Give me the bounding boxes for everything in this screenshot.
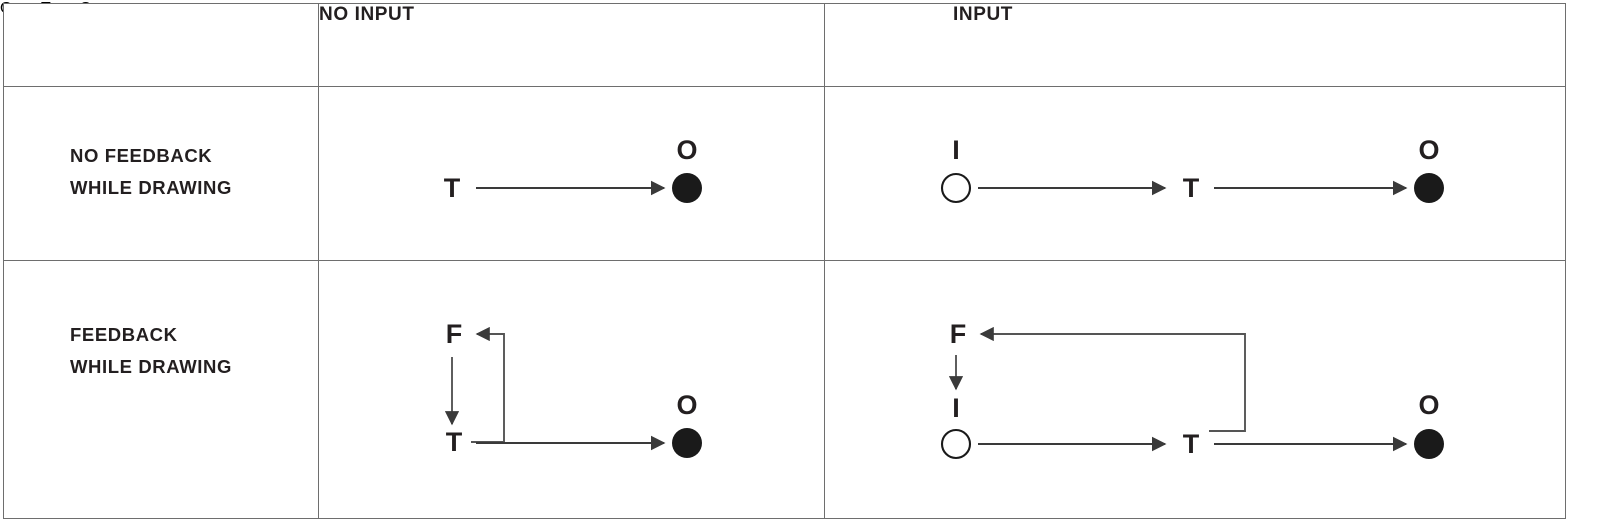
row-label-no-feedback-line1: NO FEEDBACK xyxy=(70,145,213,166)
feedback-loop-path xyxy=(979,326,1246,432)
row-label-no-feedback-line2: WHILE DRAWING xyxy=(70,177,232,198)
output-node-dot xyxy=(672,428,702,458)
node-label-t: T xyxy=(1183,429,1200,459)
row-label-feedback-block: FEEDBACK WHILE DRAWING xyxy=(4,261,318,383)
row-label-feedback-line2: WHILE DRAWING xyxy=(70,356,232,377)
cell-feedback-no-input: F T O xyxy=(318,260,825,519)
output-node-dot xyxy=(1414,173,1444,203)
cell-feedback-input: F I T xyxy=(824,260,1566,519)
input-node-dot xyxy=(940,172,972,204)
output-node-dot xyxy=(1414,429,1444,459)
node-label-t: T xyxy=(444,173,461,203)
node-label-i: I xyxy=(952,393,960,423)
table-header-row: NO INPUT INPUT xyxy=(3,3,1566,87)
column-header-no-input: NO INPUT xyxy=(318,3,825,87)
corner-empty-cell xyxy=(3,3,319,87)
node-label-t: T xyxy=(446,427,463,457)
cell-no-feedback-input: I T O xyxy=(824,86,1566,261)
row-header-feedback: FEEDBACK WHILE DRAWING xyxy=(3,260,319,519)
node-label-o: O xyxy=(676,135,697,165)
node-label-f: F xyxy=(950,319,967,349)
table-row-no-feedback: NO FEEDBACK WHILE DRAWING T xyxy=(3,86,1566,261)
diagram-no-feedback-no-input: T O xyxy=(444,135,702,203)
cell-no-feedback-no-input: T O xyxy=(318,86,825,261)
node-label-i: I xyxy=(952,135,960,165)
node-label-o: O xyxy=(1418,390,1439,420)
feedback-loop-path xyxy=(471,326,505,443)
node-label-o: O xyxy=(676,390,697,420)
condition-matrix-table: NO INPUT INPUT NO FEEDBACK WHILE DRAWING xyxy=(3,3,1566,519)
input-node-dot xyxy=(940,428,972,460)
row-label-no-feedback-block: NO FEEDBACK WHILE DRAWING xyxy=(4,87,318,204)
node-label-t: T xyxy=(1183,173,1200,203)
column-header-input: INPUT xyxy=(824,3,1566,87)
row-header-no-feedback: NO FEEDBACK WHILE DRAWING xyxy=(3,86,319,261)
node-label-f: F xyxy=(446,319,463,349)
output-node-dot xyxy=(672,173,702,203)
diagram-feedback-input: F I T xyxy=(940,319,1444,460)
diagram-feedback-no-input: F T O xyxy=(444,319,702,458)
diagram-no-feedback-input: I T O xyxy=(940,135,1444,204)
table-row-feedback: FEEDBACK WHILE DRAWING xyxy=(3,260,1566,519)
row-label-feedback-line1: FEEDBACK xyxy=(70,324,178,345)
node-label-o: O xyxy=(1418,135,1439,165)
